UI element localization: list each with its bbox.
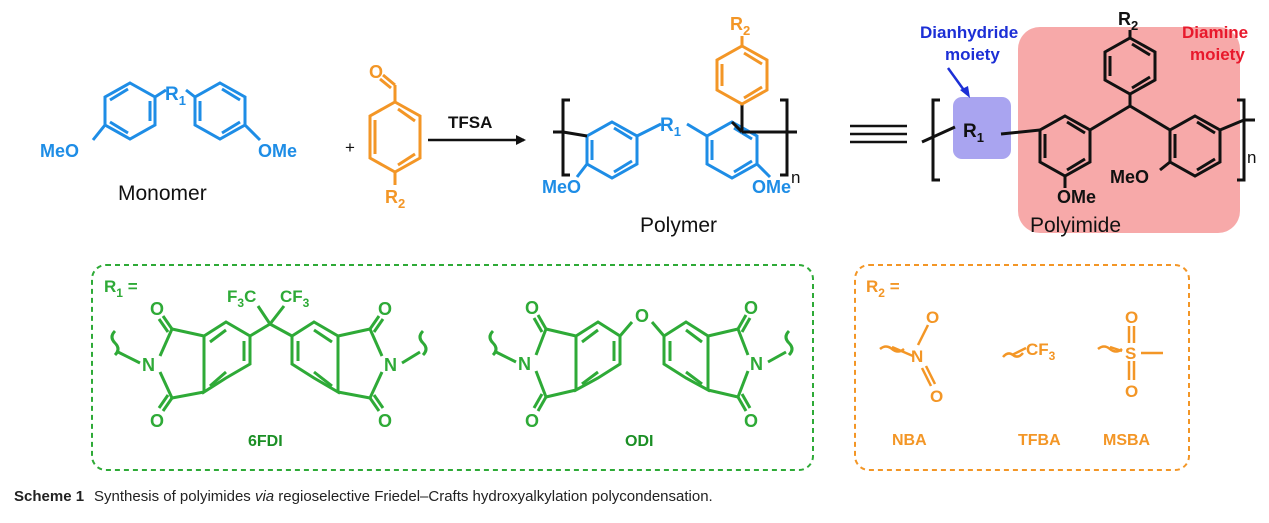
polymer-structure: [553, 36, 797, 180]
r2-options-box: [854, 264, 1190, 471]
fdi-structure: [110, 305, 428, 412]
plus-sign: +: [345, 138, 355, 157]
msba-sulfur: S: [1125, 344, 1136, 363]
aldehyde-structure: [368, 73, 422, 185]
odi-o-bottom-right: O: [744, 411, 758, 431]
aldehyde-oxygen: O: [369, 62, 383, 82]
fdi-n-right: N: [384, 355, 397, 375]
polymer-r1: R1: [660, 115, 681, 139]
msba-structure: [1097, 326, 1163, 380]
polymer-label: Polymer: [640, 214, 717, 237]
polyimide-repeat-n: n: [1247, 148, 1256, 167]
monomer-right-group: OMe: [258, 141, 297, 161]
polyimide-left-group: OMe: [1057, 187, 1096, 207]
monomer-structure: [91, 81, 262, 142]
fdi-o-bottom-left: O: [150, 411, 164, 431]
fdi-cf3-right: CF3: [280, 287, 310, 310]
polymer-r2: R2: [730, 14, 750, 38]
odi-ether-o: O: [635, 306, 649, 326]
diamine-moiety-box: [1018, 27, 1240, 233]
monomer-r1: R1: [165, 84, 186, 108]
polyimide-label: Polyimide: [1030, 214, 1121, 237]
nba-name: NBA: [892, 432, 927, 449]
msba-name: MSBA: [1103, 432, 1151, 449]
fdi-cf3-left: F3C: [227, 287, 256, 310]
caption-text-before: Synthesis of polyimides: [94, 488, 255, 505]
dianhydride-pointer-head: [960, 86, 970, 98]
msba-oxygen-bottom: O: [1125, 382, 1138, 401]
monomer-label: Monomer: [118, 182, 207, 205]
caption-text-after: regioselective Friedel–Crafts hydroxyalk…: [274, 488, 713, 505]
odi-n-right: N: [750, 354, 763, 374]
caption-number: Scheme 1: [14, 488, 85, 505]
odi-name: ODI: [625, 433, 653, 450]
dianhydride-moiety-box: [953, 97, 1011, 159]
odi-n-left: N: [518, 354, 531, 374]
fdi-o-bottom-right: O: [378, 411, 392, 431]
odi-structure: [488, 314, 794, 412]
reagent-label: TFSA: [448, 113, 492, 132]
nba-nitrogen: N: [911, 347, 923, 366]
r1-heading: R1 =: [104, 277, 138, 300]
fdi-o-top-right: O: [378, 299, 392, 319]
polymer-right-group: OMe: [752, 177, 791, 197]
fdi-o-top-left: O: [150, 299, 164, 319]
nba-oxygen-top: O: [926, 308, 939, 327]
monomer-left-group: MeO: [40, 141, 79, 161]
tfba-structure: [1002, 346, 1027, 358]
aldehyde-r2: R2: [385, 187, 405, 211]
polyimide-structure: [921, 30, 1255, 188]
odi-o-top-left: O: [525, 298, 539, 318]
scheme-caption: Scheme 1 Synthesis of polyimides via regi…: [14, 488, 713, 505]
polyimide-r1: R1: [963, 121, 984, 145]
tfba-name: TFBA: [1018, 432, 1061, 449]
tfba-cf3: CF3: [1026, 340, 1056, 363]
fdi-n-left: N: [142, 355, 155, 375]
equivalence-sign: [850, 124, 907, 144]
nba-structure: [879, 324, 937, 387]
polymer-left-group: MeO: [542, 177, 581, 197]
r2-heading: R2 =: [866, 277, 900, 300]
odi-o-bottom-left: O: [525, 411, 539, 431]
fdi-name: 6FDI: [248, 433, 283, 450]
odi-o-top-right: O: [744, 298, 758, 318]
caption-text-italic: via: [254, 488, 275, 505]
msba-oxygen-top: O: [1125, 308, 1138, 327]
polyimide-r2: R2: [1118, 9, 1138, 33]
r1-options-box: [91, 264, 814, 471]
polymer-repeat-n: n: [791, 168, 800, 187]
polyimide-right-group: MeO: [1110, 167, 1149, 187]
nba-oxygen-bottom: O: [930, 387, 943, 406]
